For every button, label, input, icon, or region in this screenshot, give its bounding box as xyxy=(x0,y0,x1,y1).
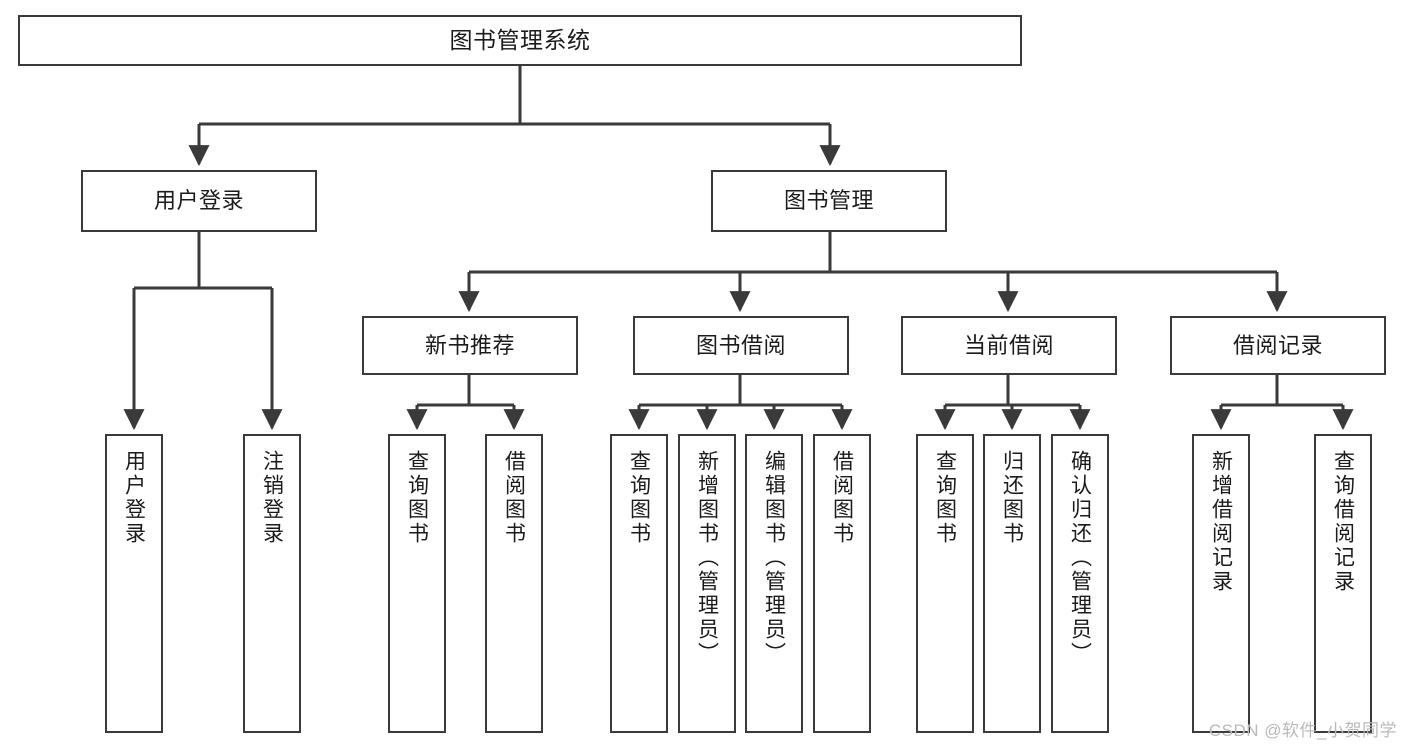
node-leaf-borrow-book-1-label: 借阅图书 xyxy=(502,450,526,546)
node-root-label: 图书管理系统 xyxy=(449,26,591,53)
node-borrow-record[interactable]: 借阅记录 xyxy=(1170,316,1386,375)
node-book-borrow-label: 图书借阅 xyxy=(695,332,786,358)
node-leaf-user-login-label: 用户登录 xyxy=(122,450,146,546)
node-leaf-add-book[interactable]: 新增图书（管理员） xyxy=(678,434,736,733)
node-leaf-add-record[interactable]: 新增借阅记录 xyxy=(1192,434,1250,733)
node-new-book-recommend-label: 新书推荐 xyxy=(424,332,515,358)
watermark-text: CSDN @软件_小贺同学 xyxy=(1208,721,1397,740)
node-book-manage-label: 图书管理 xyxy=(783,188,874,214)
node-leaf-confirm-return-label: 确认归还（管理员） xyxy=(1068,450,1092,666)
node-leaf-add-record-label: 新增借阅记录 xyxy=(1209,450,1233,594)
node-new-book-recommend[interactable]: 新书推荐 xyxy=(362,316,578,375)
node-leaf-query-book-2-label: 查询图书 xyxy=(627,450,651,546)
node-borrow-record-label: 借阅记录 xyxy=(1232,332,1323,358)
node-leaf-query-record[interactable]: 查询借阅记录 xyxy=(1314,434,1372,733)
node-leaf-borrow-book-1[interactable]: 借阅图书 xyxy=(485,434,543,733)
node-leaf-query-book-1-label: 查询图书 xyxy=(405,450,429,546)
node-leaf-add-book-label: 新增图书（管理员） xyxy=(695,450,719,666)
node-user-login-label: 用户登录 xyxy=(153,188,244,214)
node-leaf-user-login[interactable]: 用户登录 xyxy=(105,434,163,733)
node-leaf-return-book[interactable]: 归还图书 xyxy=(983,434,1041,733)
node-leaf-return-book-label: 归还图书 xyxy=(1000,450,1024,546)
node-leaf-query-record-label: 查询借阅记录 xyxy=(1331,450,1355,594)
node-user-login[interactable]: 用户登录 xyxy=(81,170,317,232)
node-leaf-borrow-book-2-label: 借阅图书 xyxy=(830,450,854,546)
node-leaf-query-book-2[interactable]: 查询图书 xyxy=(610,434,668,733)
node-leaf-logout-label: 注销登录 xyxy=(260,450,284,546)
node-leaf-edit-book-label: 编辑图书（管理员） xyxy=(762,450,786,666)
node-current-borrow-label: 当前借阅 xyxy=(963,332,1054,358)
node-leaf-edit-book[interactable]: 编辑图书（管理员） xyxy=(745,434,803,733)
node-leaf-query-book-3[interactable]: 查询图书 xyxy=(916,434,974,733)
node-book-manage[interactable]: 图书管理 xyxy=(711,170,947,232)
node-leaf-borrow-book-2[interactable]: 借阅图书 xyxy=(813,434,871,733)
node-leaf-query-book-1[interactable]: 查询图书 xyxy=(388,434,446,733)
node-book-borrow[interactable]: 图书借阅 xyxy=(633,316,849,375)
node-leaf-logout[interactable]: 注销登录 xyxy=(243,434,301,733)
node-current-borrow[interactable]: 当前借阅 xyxy=(901,316,1117,375)
node-leaf-confirm-return[interactable]: 确认归还（管理员） xyxy=(1051,434,1109,733)
node-leaf-query-book-3-label: 查询图书 xyxy=(933,450,957,546)
node-root[interactable]: 图书管理系统 xyxy=(18,15,1022,66)
